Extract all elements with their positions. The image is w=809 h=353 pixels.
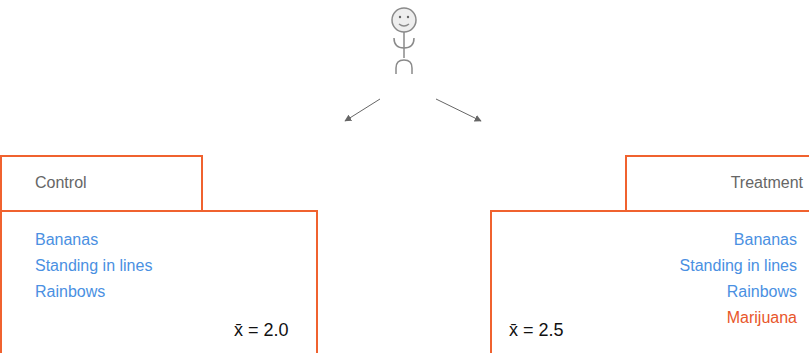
list-item: Rainbows [35, 282, 105, 302]
group-heading: Control [35, 173, 87, 193]
mean-value: x̄ = 2.5 [509, 319, 564, 341]
mean-value: x̄ = 2.0 [234, 319, 289, 341]
list-item: Standing in lines [680, 256, 797, 276]
list-item: Bananas [734, 230, 797, 250]
list-item: Marijuana [727, 308, 797, 328]
split-arrow [436, 99, 481, 121]
list-item: Bananas [35, 230, 98, 250]
group-box: TreatmentBananasStanding in linesRainbow… [490, 155, 809, 353]
stick-figure [392, 8, 416, 74]
list-item: Rainbows [727, 282, 797, 302]
split-arrow [345, 99, 380, 121]
group-box: ControlBananasStanding in linesRainbows x… [0, 155, 318, 353]
group-heading: Treatment [731, 173, 803, 193]
group-tab [0, 155, 203, 212]
list-item: Standing in lines [35, 256, 152, 276]
